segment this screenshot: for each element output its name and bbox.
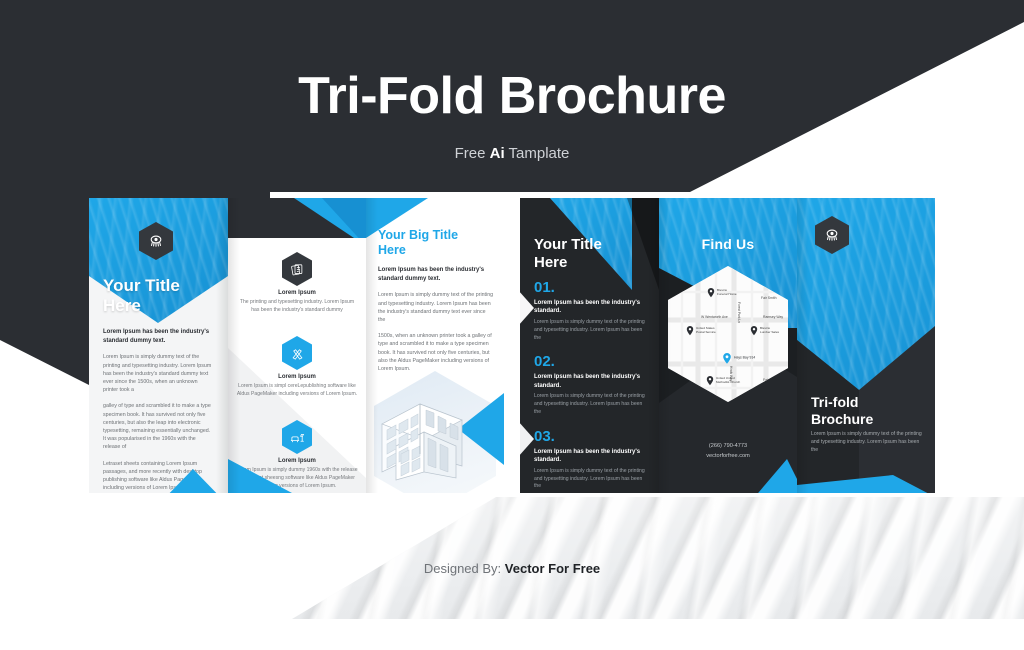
numbered-list: 01. Lorem Ipsum has been the industry's …	[534, 280, 650, 493]
numbered-left-notch-2	[520, 421, 534, 457]
big-para-2: 1500s, when an unknown printer took a ga…	[378, 333, 492, 372]
item-number: 02.	[534, 353, 555, 371]
cover-title-line2: Here	[103, 295, 141, 315]
numbered-left-notch	[520, 290, 534, 326]
svg-text:United United: United United	[716, 376, 735, 380]
svg-text:Fair Smith: Fair Smith	[761, 296, 777, 300]
svg-text:Hays Bay 914: Hays Bay 914	[734, 356, 755, 360]
svg-text:Blevins: Blevins	[760, 326, 770, 330]
feature-label-1: Lorem Ipsum	[278, 290, 316, 296]
cover-para-2: galley of type and scrambled it to make …	[103, 403, 211, 451]
feature-text-3: Lorem Ipsum is simply dummy 1960s with t…	[236, 467, 358, 489]
feature-item-2: Lorem Ipsum Lorem Ipsum is simpl cereLep…	[236, 336, 358, 399]
back-panel-numbered: Your Title Here 01. Lorem Ipsum has been…	[520, 198, 659, 493]
feature-label-2: Lorem Ipsum	[278, 374, 316, 380]
numbered-item: 03. Lorem Ipsum has been the industry's …	[534, 429, 650, 491]
brochure-back: Your Title Here 01. Lorem Ipsum has been…	[520, 198, 935, 493]
eye-hexagon-logo-icon	[815, 216, 849, 254]
big-title: Your Big Title Here	[378, 228, 496, 258]
front-panel-cover: Your Title Here Lorem Ipsum has been the…	[89, 198, 228, 493]
backcover-title-line1: Tri-fold	[811, 394, 859, 410]
item-number: 03.	[534, 427, 555, 445]
subtitle-suffix: Tamplate	[504, 145, 570, 163]
svg-text:Lumber Sales: Lumber Sales	[760, 330, 780, 334]
findus-contact: (266) 790-4773 vectorforfree.com	[659, 441, 797, 461]
cover-body: Lorem Ipsum has been the industry's stan…	[103, 328, 213, 493]
svg-text:W Wentworth Ave: W Wentworth Ave	[701, 315, 728, 319]
backcover-title: Tri-fold Brochure	[811, 394, 873, 428]
svg-text:United States: United States	[696, 326, 715, 330]
numbered-title-line1: Your Title	[534, 236, 602, 253]
svg-text:Ramsey Way: Ramsey Way	[763, 315, 783, 319]
front-panel-big-title: Your Big Title Here Lorem Ipsum has been…	[366, 198, 504, 493]
svg-text:Blevins: Blevins	[717, 288, 727, 292]
backcover-title-line2: Brochure	[811, 410, 874, 427]
brochure-front: Your Title Here Lorem Ipsum has been the…	[89, 198, 504, 493]
header: Tri-Fold Brochure Free Ai Tamplate	[0, 67, 1024, 162]
feature-text-2: Lorem Ipsum is simpl cereLepublishing so…	[236, 383, 358, 397]
numbered-item: 01. Lorem Ipsum has been the industry's …	[534, 280, 650, 342]
item-text: Lorem Ipsum is simply dummy text of the …	[534, 318, 645, 341]
item-text: Lorem Ipsum is simply dummy text of the …	[534, 467, 645, 490]
svg-text:Funeral Home: Funeral Home	[717, 292, 737, 296]
svg-text:Methodist Church: Methodist Church	[716, 380, 741, 384]
cover-para-1: Lorem Ipsum is simply dummy text of the …	[103, 354, 212, 394]
numbered-title-line2: Here	[534, 254, 568, 271]
cards-hexagon-icon	[282, 252, 312, 286]
numbered-title: Your Title Here	[534, 236, 602, 272]
subtitle-prefix: Free	[454, 145, 490, 163]
cover-title-line1: Your Title	[103, 276, 180, 295]
numbered-item: 02. Lorem Ipsum has been the industry's …	[534, 354, 650, 416]
big-title-line1: Your Big Title	[378, 228, 459, 242]
isometric-building-illustration	[381, 403, 463, 481]
back-panel-findus: Find Us W Wentworth Ave Fair Smith	[659, 198, 797, 493]
feature-item-1: Lorem Ipsum The printing and typesetting…	[236, 252, 358, 315]
subtitle-bold: Ai	[489, 145, 505, 163]
website-url[interactable]: vectorforfree.com	[706, 452, 750, 459]
svg-text:Hinds Way: Hinds Way	[729, 366, 733, 382]
item-heading: Lorem Ipsum has been the industry's stan…	[534, 448, 641, 464]
big-title-line2: Here	[378, 243, 406, 257]
page-subtitle: Free Ai Tamplate	[0, 145, 1024, 162]
front-panel-features: Lorem Ipsum The printing and typesetting…	[228, 198, 366, 493]
footer-author: Vector For Free	[504, 561, 601, 576]
item-text: Lorem Ipsum is simply dummy text of the …	[534, 393, 645, 416]
big-body: Lorem Ipsum has been the industry's stan…	[378, 266, 494, 381]
feature-item-3: Lorem Ipsum Lorem Ipsum is simply dummy …	[236, 420, 358, 491]
lamp-sofa-hexagon-icon	[282, 420, 312, 454]
feature-label-3: Lorem Ipsum	[278, 458, 316, 464]
cover-lead: Lorem Ipsum has been the industry's stan…	[103, 329, 210, 344]
big-lead: Lorem Ipsum has been the industry's stan…	[378, 267, 485, 282]
pen-pencil-hexagon-icon	[282, 336, 312, 370]
cover-title: Your Title Here	[103, 276, 180, 315]
svg-text:Forest Park Ln: Forest Park Ln	[737, 302, 741, 323]
cover-para-3: Letraset sheets containing Lorem Ipsum p…	[103, 460, 202, 492]
footer-credit: Designed By: Vector For Free	[0, 561, 1024, 576]
big-para-1: Lorem Ipsum is simply dummy text of the …	[378, 292, 494, 323]
item-heading: Lorem Ipsum has been the industry's stan…	[534, 300, 641, 315]
back-panel-cover: Tri-fold Brochure Lorem Ipsum is simply …	[797, 198, 935, 493]
item-number: 01.	[534, 279, 555, 296]
phone-number[interactable]: (266) 790-4773	[708, 442, 748, 449]
svg-text:Postal Service: Postal Service	[696, 330, 716, 334]
item-heading: Lorem Ipsum has been the industry's stan…	[534, 374, 641, 389]
backcover-text: Lorem Ipsum is simply dummy text of the …	[811, 431, 922, 454]
findus-title: Find Us	[701, 236, 755, 252]
footer-prefix: Designed By:	[423, 561, 505, 576]
page-title: Tri-Fold Brochure	[298, 67, 726, 125]
feature-text-1: The printing and typesetting industry. L…	[239, 299, 355, 313]
big-hero-area	[366, 368, 504, 493]
